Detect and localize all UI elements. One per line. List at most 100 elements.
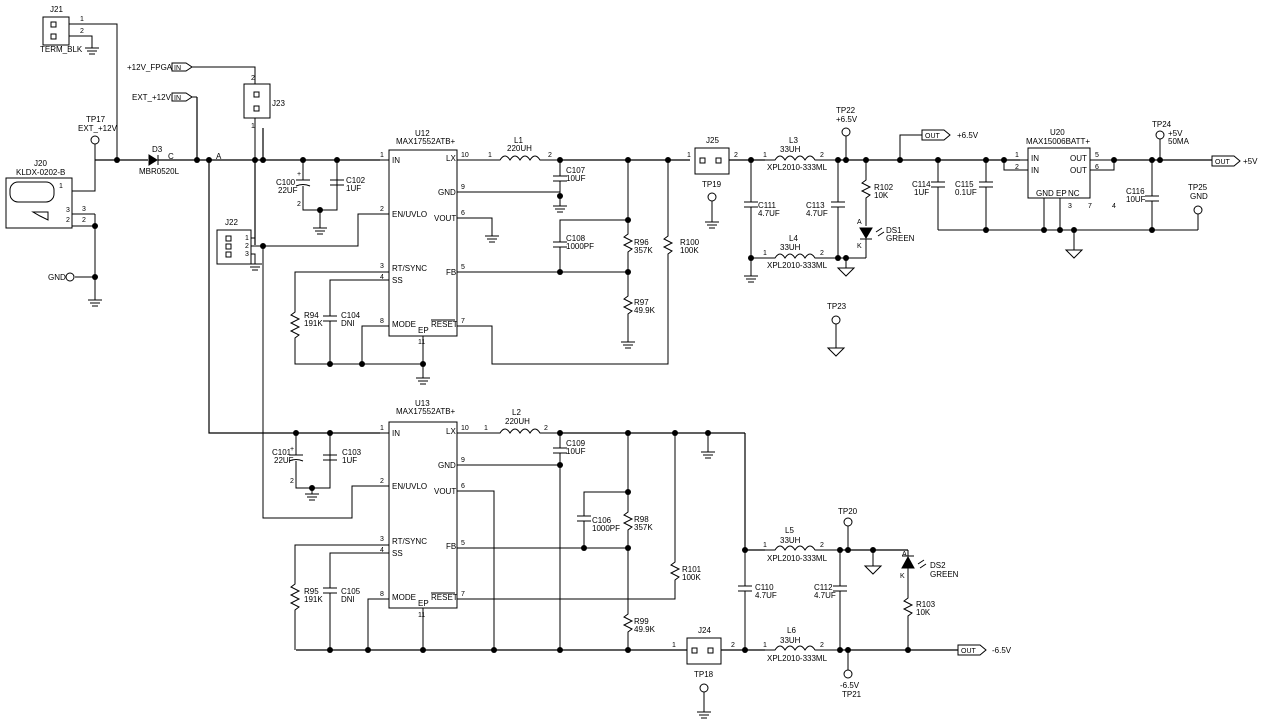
j25-pin2: 2 xyxy=(734,152,738,159)
j22-jumper: J22 1 2 3 xyxy=(216,213,380,519)
tag-out-p5: OUT xyxy=(1215,159,1231,166)
c103-value: 1UF xyxy=(342,456,357,465)
u20-pin5: 5 xyxy=(1095,152,1099,159)
j22-pin3: 3 xyxy=(245,251,249,258)
u13-pin-mode: MODE xyxy=(392,593,416,602)
l4-pin2: 2 xyxy=(820,250,824,257)
j21-ref: J21 xyxy=(50,5,63,14)
ds2-r103-led: K A DS2 GREEN R103 10K xyxy=(900,550,959,650)
u12-pin-in: IN xyxy=(392,156,400,165)
j23-ref: J23 xyxy=(272,99,285,108)
r95-ref: R95 xyxy=(304,587,319,596)
tp23-ref: TP23 xyxy=(827,302,847,311)
l4-pin1: 1 xyxy=(763,250,767,257)
u12-pin8: 8 xyxy=(380,318,384,325)
tp20-ref: TP20 xyxy=(838,507,858,516)
j21-terminal-block: J21 TERM_BLK 1 2 xyxy=(40,5,118,160)
c106-value: 1000PF xyxy=(592,524,620,533)
c116-value: 10UF xyxy=(1126,195,1146,204)
u12-pin7: 7 xyxy=(461,318,465,325)
l2-inductor: L2 220UH 1 2 xyxy=(466,408,560,434)
c101-plus: + xyxy=(290,446,294,453)
tp17-test-point: TP17 EXT_+12V xyxy=(78,115,118,160)
tp19-ref: TP19 xyxy=(702,180,722,189)
d3-ref: D3 xyxy=(152,145,163,154)
j23-pin2: 2 xyxy=(251,75,255,82)
u12-pin-enuvlo: EN/UVLO xyxy=(392,210,427,219)
j23-pin1: 1 xyxy=(251,123,255,130)
l6-part: XPL2010-333ML xyxy=(767,654,828,663)
net-ext-12v-label: EXT_+12V xyxy=(132,93,172,102)
r95-value: 191K xyxy=(304,595,323,604)
u13-pin11: 11 xyxy=(418,612,425,619)
tp22-test-point: TP22 +6.5V xyxy=(836,106,858,160)
u13-pin7: 7 xyxy=(461,591,465,598)
u12-pin-rtsync: RT/SYNC xyxy=(392,264,427,273)
c110-ref: C110 xyxy=(755,583,774,592)
u12-pin-fb: FB xyxy=(446,268,456,277)
ds2-ref: DS2 xyxy=(930,561,946,570)
u13-pin-ss: SS xyxy=(392,549,403,558)
j20-barrel-jack: J20 KLDX-0202-B 1 3 2 3 2 GND xyxy=(5,159,102,307)
u13-pin8: 8 xyxy=(380,591,384,598)
j20-pin2: 2 xyxy=(66,217,70,224)
u13-pin5: 5 xyxy=(461,540,465,547)
r94-ref: R94 xyxy=(304,311,319,320)
u20-pin-in1: IN xyxy=(1031,154,1039,163)
tp24-ref: TP24 xyxy=(1152,120,1172,129)
u13-buck-converter: U13 MAX17552ATB+ 1 2 3 4 8 IN EN/UVLO RT… xyxy=(380,399,469,619)
net-12v-fpga-label: +12V_FPGA xyxy=(127,63,173,72)
l2-pin1: 1 xyxy=(484,425,488,432)
c101-ref: C101 xyxy=(272,448,292,457)
c111-ref: C111 xyxy=(758,201,776,210)
u12-ref: U12 xyxy=(415,129,430,138)
l2-ref: L2 xyxy=(512,408,521,417)
u12-pin10: 10 xyxy=(461,152,469,159)
c100-ref: C100 xyxy=(276,178,296,187)
r94-value: 191K xyxy=(304,319,323,328)
c108-value: 1000PF xyxy=(566,242,594,251)
tp20-test-point: TP20 xyxy=(838,507,858,550)
c112-ref: C112 xyxy=(814,583,833,592)
c110-value: 4.7UF xyxy=(755,591,777,600)
l4-ref: L4 xyxy=(789,234,798,243)
u12-pin9: 9 xyxy=(461,184,465,191)
r99-ref: R99 xyxy=(634,617,649,626)
c115-ref: C115 xyxy=(955,180,974,189)
u13-ref: U13 xyxy=(415,399,430,408)
r101-pullup: R101 100K xyxy=(466,433,702,600)
l6-pin2: 2 xyxy=(820,642,824,649)
u20-ref: U20 xyxy=(1050,128,1065,137)
c108-feedback-cap: C108 1000PF xyxy=(553,219,628,272)
u12-pin6: 6 xyxy=(461,210,465,217)
tp22-value: +6.5V xyxy=(836,115,858,124)
l5-ref: L5 xyxy=(785,526,794,535)
l3-inductor: L3 33UH XPL2010-333ML 1 2 xyxy=(763,136,838,172)
j21-pin1: 1 xyxy=(80,16,84,23)
tp24-current: 50MA xyxy=(1168,137,1190,146)
r101-value: 100K xyxy=(682,573,701,582)
d3-part: MBR0520L xyxy=(139,167,180,176)
j21-pin2: 2 xyxy=(80,28,84,35)
j20-pin1: 1 xyxy=(59,183,63,190)
tag-out-p65: OUT xyxy=(925,133,941,140)
u13-pin-vout: VOUT xyxy=(434,487,456,496)
l3-part: XPL2010-333ML xyxy=(767,163,828,172)
r97-ref: R97 xyxy=(634,298,649,307)
tp25-ref: TP25 xyxy=(1188,183,1208,192)
tp18-ref: TP18 xyxy=(694,670,714,679)
r100-pullup: R100 100K xyxy=(466,160,700,365)
l5-part: XPL2010-333ML xyxy=(767,554,828,563)
c107-value: 10UF xyxy=(566,174,586,183)
net-p5-label: +5V xyxy=(1243,157,1258,166)
l1-pin2: 2 xyxy=(548,152,552,159)
u13-pin-fb: FB xyxy=(446,542,456,551)
j22-pin2: 2 xyxy=(245,243,249,250)
r102-value: 10K xyxy=(874,191,889,200)
r98-r99-divider: R98 357K R99 49.9K xyxy=(622,433,656,650)
u12-pin-reset: RESET xyxy=(431,320,458,329)
tp24-test-point: TP24 +5V 50MA xyxy=(1152,120,1190,160)
u13-pin3: 3 xyxy=(380,536,384,543)
net-m65-label: -6.5V xyxy=(992,646,1012,655)
j25-jumper: J25 1 2 TP19 xyxy=(687,136,738,229)
